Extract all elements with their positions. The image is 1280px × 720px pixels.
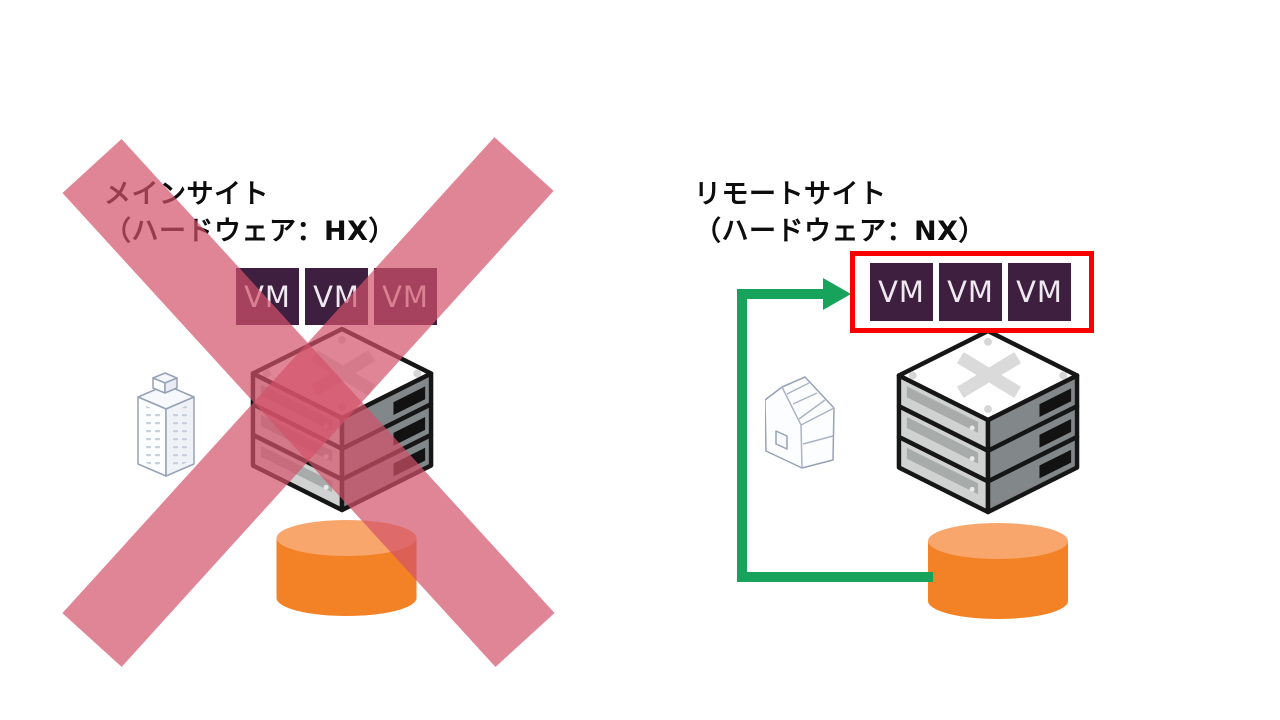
main-site-title-line2: （ハードウェア：HX） bbox=[104, 216, 396, 247]
building-icon bbox=[136, 372, 196, 478]
remote-site-title: リモートサイト （ハードウェア：NX） bbox=[694, 176, 986, 250]
vm-label: VM bbox=[947, 275, 994, 309]
vm-label: VM bbox=[313, 279, 360, 314]
vm-label: VM bbox=[878, 275, 925, 309]
vm-badge: VM bbox=[305, 268, 368, 325]
main-site-title-line1: メインサイト bbox=[104, 179, 269, 210]
server-stack-icon bbox=[247, 325, 437, 515]
vm-label: VM bbox=[382, 279, 429, 314]
vm-badge: VM bbox=[236, 268, 299, 325]
remote-site-title-line2: （ハードウェア：NX） bbox=[694, 216, 986, 247]
remote-site-title-line1: リモートサイト bbox=[694, 179, 887, 210]
vm-badge: VM bbox=[870, 263, 933, 321]
vm-label: VM bbox=[1016, 275, 1063, 309]
main-site-title: メインサイト （ハードウェア：HX） bbox=[104, 176, 396, 250]
vm-label: VM bbox=[244, 279, 291, 314]
arrow-right-icon bbox=[737, 278, 933, 582]
vm-highlight-box bbox=[850, 251, 1094, 333]
vm-badge: VM bbox=[374, 268, 437, 325]
vm-badge: VM bbox=[1008, 263, 1071, 321]
vm-badge: VM bbox=[939, 263, 1002, 321]
database-cylinder-icon bbox=[275, 520, 418, 616]
